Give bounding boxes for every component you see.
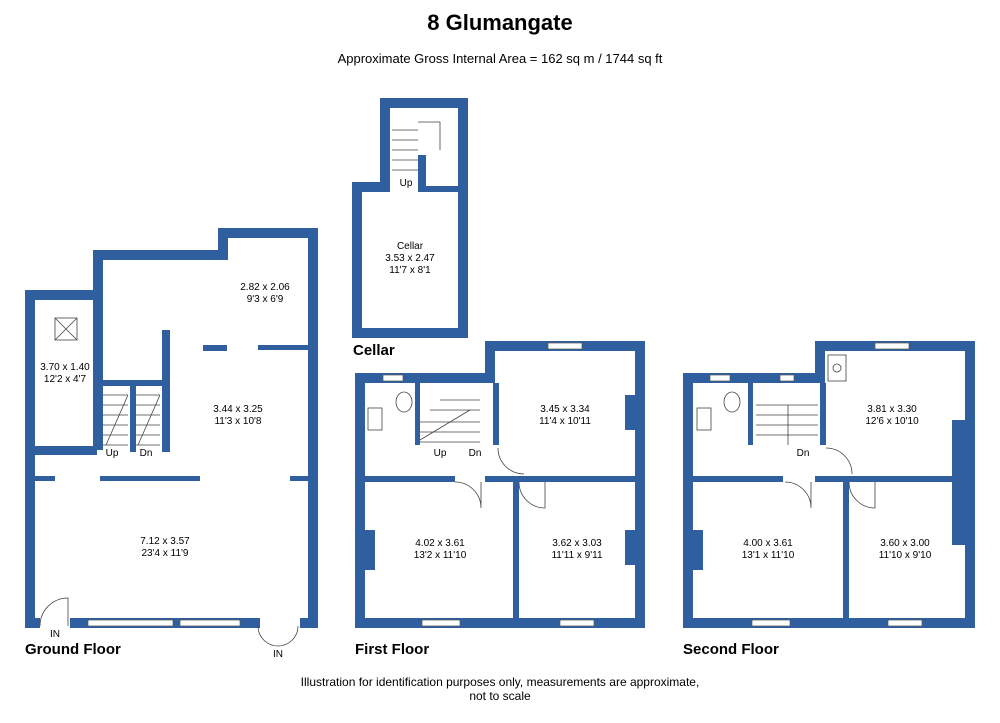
entrance-left-label: IN: [50, 629, 60, 640]
room-7-12-imperial: 23'4 x 11'9: [141, 548, 188, 559]
ground-floor-label: Ground Floor: [25, 641, 121, 658]
first-floor-label: First Floor: [355, 641, 429, 658]
second-room-3-81-dims: 3.81 x 3.30: [867, 404, 917, 415]
first-room-3-45-dims: 3.45 x 3.34: [540, 404, 590, 415]
entrance-right-label: IN: [273, 649, 283, 660]
second-stairs-down-label: Dn: [797, 448, 810, 459]
room-2-82-dims: 2.82 x 2.06: [240, 282, 290, 293]
ground-floor-plan: 3.70 x 1.40 12'2 x 4'7 2.82 x 2.06 9'3 x…: [25, 228, 318, 660]
second-room-3-60-dims: 3.60 x 3.00: [880, 538, 930, 549]
room-7-12-dims: 7.12 x 3.57: [140, 536, 190, 547]
ground-stairs-up-label: Up: [106, 448, 119, 459]
cellar-room-name: Cellar: [397, 241, 424, 252]
first-room-3-62-dims: 3.62 x 3.03: [552, 538, 602, 549]
gross-area-subtitle: Approximate Gross Internal Area = 162 sq…: [338, 51, 663, 66]
room-3-44-dims: 3.44 x 3.25: [213, 404, 263, 415]
second-floor-plan: Dn 3.81 x 3.30 12'6 x 10'10 4.00 x 3.61 …: [683, 341, 975, 658]
first-room-4-02-imperial: 13'2 x 11'10: [414, 550, 467, 561]
page-title: 8 Glumangate: [427, 10, 572, 35]
second-floor-label: Second Floor: [683, 641, 779, 658]
room-3-44-imperial: 11'3 x 10'8: [214, 416, 261, 427]
disclaimer-line-2: not to scale: [469, 689, 531, 703]
first-floor-plan: Up Dn 3.45 x 3.34 11'4 x 10'11 4.02 x 3.…: [355, 341, 645, 658]
cellar-label: Cellar: [353, 342, 395, 359]
cellar-stairs-up-label: Up: [400, 178, 413, 189]
first-room-4-02-dims: 4.02 x 3.61: [415, 538, 465, 549]
cellar-room-dims: 3.53 x 2.47: [385, 253, 435, 264]
first-stairs-down-label: Dn: [469, 448, 482, 459]
room-2-82-imperial: 9'3 x 6'9: [247, 294, 284, 305]
ground-stairs-down-label: Dn: [140, 448, 153, 459]
second-room-4-00-imperial: 13'1 x 11'10: [742, 550, 795, 561]
second-room-4-00-dims: 4.00 x 3.61: [743, 538, 793, 549]
room-3-70-imperial: 12'2 x 4'7: [44, 374, 87, 385]
cellar-room-imperial: 11'7 x 8'1: [389, 265, 431, 276]
cellar-plan: Up Cellar 3.53 x 2.47 11'7 x 8'1 Cellar: [352, 98, 468, 359]
first-stairs-up-label: Up: [434, 448, 447, 459]
first-room-3-45-imperial: 11'4 x 10'11: [539, 416, 591, 427]
first-room-3-62-imperial: 11'11 x 9'11: [551, 550, 603, 561]
second-room-3-60-imperial: 11'10 x 9'10: [879, 550, 932, 561]
room-3-70-dims: 3.70 x 1.40: [40, 362, 90, 373]
disclaimer-line-1: Illustration for identification purposes…: [301, 675, 700, 689]
second-room-3-81-imperial: 12'6 x 10'10: [865, 416, 919, 427]
